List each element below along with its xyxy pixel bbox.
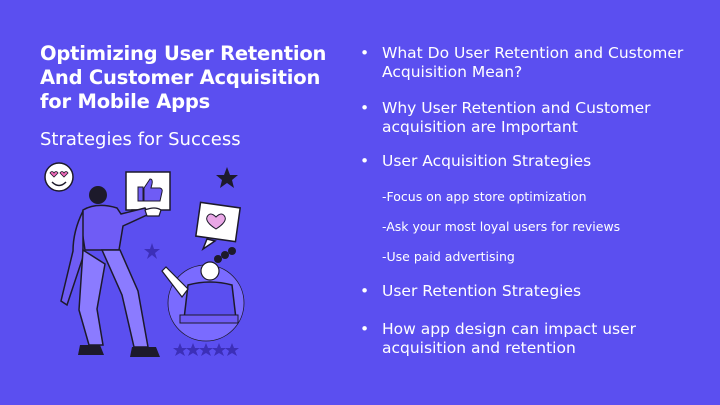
bullet-item-app-design: • How app design can impact user acquisi… [360, 320, 637, 357]
bullet-item-importance: • Why User Retention and Customer acquis… [360, 99, 651, 136]
bullet-dot-icon: • [360, 99, 370, 117]
heart-bubble-icon [194, 201, 242, 251]
heart-eyes-emoji-icon [44, 162, 74, 192]
rating-stars-icon [173, 343, 239, 356]
sub-item-reviews: -Ask your most loyal users for reviews [382, 219, 621, 234]
seated-person [161, 247, 245, 342]
standing-person [60, 186, 162, 357]
bullet-item-acquisition-strategies: • User Acquisition Strategies [360, 152, 592, 170]
sub-item-app-store: -Focus on app store optimization [382, 189, 587, 204]
bullet-item-definition: • What Do User Retention and Customer Ac… [360, 44, 684, 81]
slide-title: Optimizing User Retention And Customer A… [40, 42, 327, 113]
illustration [44, 162, 245, 357]
bullet-dot-icon: • [360, 320, 370, 338]
bullet-dot-icon: • [360, 44, 370, 62]
star-icon [144, 243, 160, 259]
bullet-dot-icon: • [360, 282, 370, 300]
bullet-dot-icon: • [360, 152, 370, 170]
star-icon [216, 167, 238, 188]
sub-item-paid-ads: -Use paid advertising [382, 249, 515, 264]
slide-subtitle: Strategies for Success [40, 129, 241, 150]
bullet-item-retention-strategies: • User Retention Strategies [360, 282, 582, 300]
